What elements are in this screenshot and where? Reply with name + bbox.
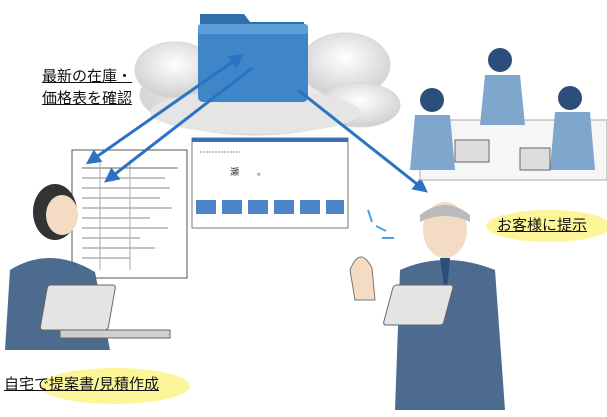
woman-at-laptop — [5, 184, 171, 350]
label-present-to-customer: お客様に提示 — [497, 216, 588, 234]
label-create-at-home: 自宅で提案書/見積作成 — [4, 375, 160, 393]
highlight-create — [40, 368, 190, 404]
price-list-document — [71, 149, 188, 279]
sync-arrows — [85, 53, 428, 193]
sparkle-marks — [367, 209, 394, 239]
folder-icon — [198, 14, 308, 102]
slide-caption: 瀬 。 — [230, 166, 307, 178]
label-check-latest-line2: 価格表を確認 — [42, 89, 133, 107]
presentation-slide: 瀬 。 — [191, 137, 349, 229]
label-check-latest-line1: 最新の在庫・ — [42, 67, 133, 85]
meeting-people — [410, 48, 607, 181]
presenter-man — [349, 202, 505, 410]
highlight-present — [486, 210, 607, 242]
